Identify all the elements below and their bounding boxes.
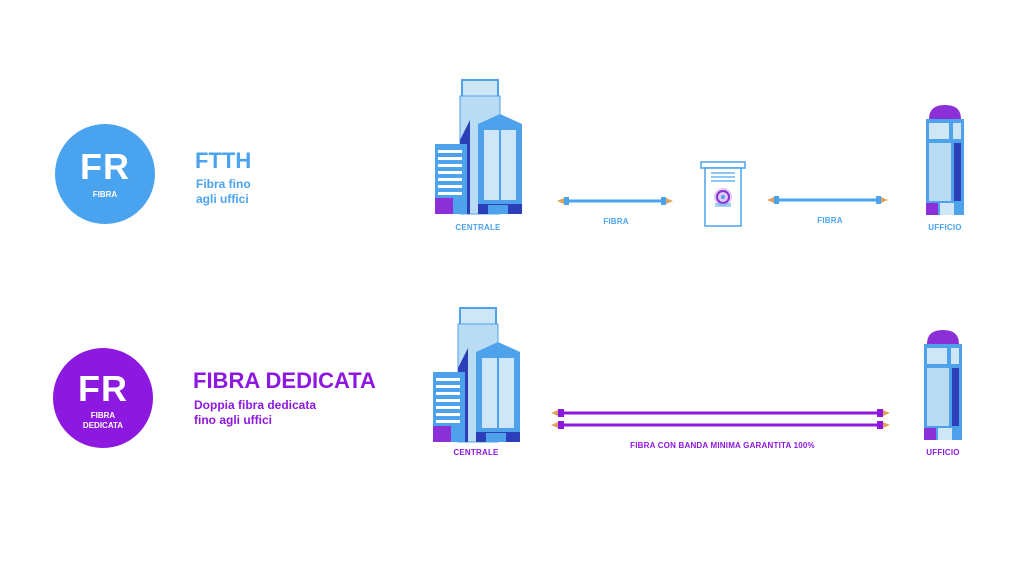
fiber-cable-icon [767,196,888,204]
fiber-cable-icon [557,197,673,205]
dedicata-title: FIBRA DEDICATA [193,368,376,393]
badge-code: FR [80,146,130,187]
street-cabinet-icon [700,161,746,227]
central-office-building-icon [435,79,522,215]
label-fibra-1: FIBRA [603,217,629,226]
desc-line: Fibra fino [196,177,251,191]
label-ufficio: UFFICIO [928,223,962,232]
badge-sub: FIBRA [90,411,116,420]
office-building-icon [924,330,962,440]
central-office-building-icon [433,307,520,443]
desc-line: Doppia fibra dedicata [194,398,317,412]
label-ufficio: UFFICIO [926,448,960,457]
dedicata-badge: FR FIBRA DEDICATA [53,348,153,448]
desc-line: agli uffici [196,192,249,206]
label-centrale: CENTRALE [453,448,499,457]
ftth-row: FR FIBRA FTTH Fibra fino agli uffici CEN… [55,79,964,232]
fiber-cable-icon [551,409,890,429]
dedicata-description: Doppia fibra dedicata fino agli uffici [194,398,316,428]
desc-line: fino agli uffici [194,413,272,427]
ftth-badge: FR FIBRA [55,124,155,224]
badge-code: FR [78,368,128,409]
office-building-icon [926,105,964,215]
ftth-description: Fibra fino agli uffici [196,177,251,207]
ftth-title: FTTH [195,148,252,173]
label-banda-minima: FIBRA CON BANDA MINIMA GARANTITA 100% [630,441,815,450]
label-centrale: CENTRALE [455,223,501,232]
label-fibra-2: FIBRA [817,216,843,225]
badge-sub: FIBRA [92,190,118,199]
badge-sub: DEDICATA [82,421,124,430]
dedicata-row: FR FIBRA DEDICATA FIBRA DEDICATA Doppia … [0,288,1024,576]
